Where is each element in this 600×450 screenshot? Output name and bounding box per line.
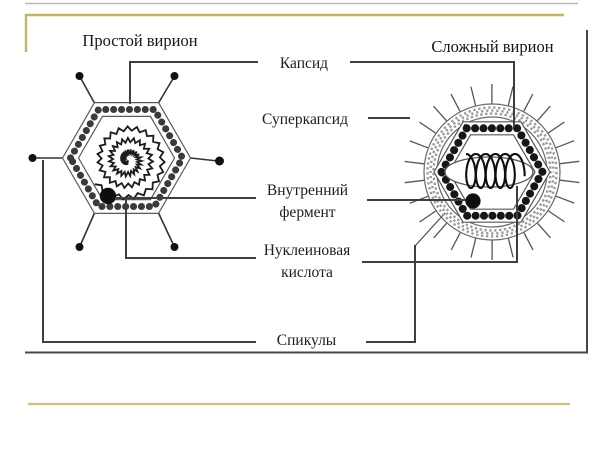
- simple-capsid-capsomere-dots: [66, 106, 187, 210]
- complex-virion: [404, 84, 580, 260]
- simple-virion: [28, 72, 224, 251]
- capsid-label: Капсид: [279, 55, 329, 72]
- spicules-label: Спикулы: [276, 332, 337, 349]
- simple-virion-spicules: [33, 76, 219, 247]
- nucleic-acid-label: Нуклеиновая кислота: [263, 242, 351, 281]
- simple-virion-title: Простой вирион: [82, 31, 198, 50]
- complex-internal-enzyme-dot: [465, 193, 481, 209]
- complex-capsid-capsomere-dots: [436, 124, 548, 220]
- spicule-knobs: [28, 72, 224, 251]
- callout-lines: [42, 61, 518, 343]
- internal-enzyme-label: Внутренний фермент: [266, 182, 349, 221]
- simple-nucleic-acid-spiral: [94, 125, 166, 201]
- complex-long-spicule: [414, 212, 446, 247]
- complex-virion-spicules: [404, 84, 580, 260]
- supercapsid-outer-circle: [423, 103, 561, 241]
- simple-internal-enzyme-dot: [99, 187, 117, 205]
- supercapsid-label: Суперкапсид: [262, 111, 348, 128]
- complex-capsid-inner-hexagon: [448, 134, 536, 210]
- simple-capsid-outer-hexagon: [61, 101, 192, 214]
- supercapsid-texture: [429, 109, 555, 235]
- complex-virion-title: Сложный вирион: [431, 37, 554, 56]
- supercapsid-texture: [426, 106, 558, 238]
- complex-nucleic-acid-coil: [465, 152, 526, 190]
